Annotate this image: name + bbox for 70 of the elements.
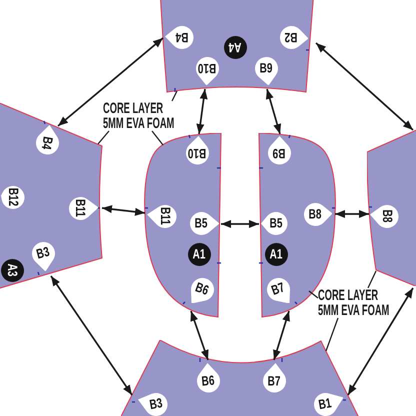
double-arrow xyxy=(315,42,414,131)
double-arrow xyxy=(273,310,290,360)
leader-line xyxy=(152,130,164,146)
disc-label: A3 xyxy=(5,264,19,276)
notch-marker xyxy=(165,26,194,48)
marker-label: B3 xyxy=(148,396,164,412)
double-arrow xyxy=(335,210,369,218)
marker-label: B8 xyxy=(308,207,322,221)
marker-label: B2 xyxy=(284,30,298,44)
marker-label: B9 xyxy=(272,146,286,160)
double-arrow xyxy=(102,205,146,216)
notch-marker xyxy=(186,136,208,164)
material-note: CORE LAYER 5MM EVA FOAM xyxy=(318,288,394,318)
pattern-piece xyxy=(0,103,103,289)
disc-label: A1 xyxy=(270,247,282,261)
disc-label: A1 xyxy=(192,247,206,261)
notch-marker xyxy=(68,196,98,220)
marker-label: B8 xyxy=(380,210,394,222)
leader-line xyxy=(98,130,110,144)
double-arrow xyxy=(266,88,282,134)
leader-line xyxy=(325,318,339,352)
notch-marker xyxy=(262,363,286,392)
marker-label: B4 xyxy=(39,136,55,150)
marker-label: B7 xyxy=(268,374,280,388)
marker-label: B11 xyxy=(73,199,87,217)
marker-label: B7 xyxy=(270,280,286,298)
marker-label: B9 xyxy=(260,61,272,75)
pattern-piece xyxy=(160,0,314,93)
notch-marker xyxy=(370,204,398,228)
notch-marker xyxy=(147,204,176,228)
leader-line xyxy=(367,270,377,288)
marker-label: B5 xyxy=(270,216,282,230)
notch-marker xyxy=(304,202,332,226)
notch-marker xyxy=(314,392,343,416)
disc-label: A4 xyxy=(228,40,242,54)
marker-label: B1 xyxy=(318,396,332,412)
notch-marker xyxy=(266,278,290,303)
double-arrow xyxy=(190,310,209,360)
marker-label: B6 xyxy=(194,280,210,298)
notch-marker xyxy=(36,125,58,154)
double-arrow xyxy=(50,276,133,396)
double-arrow xyxy=(347,288,414,396)
marker-label: B4 xyxy=(176,30,188,44)
notch-marker xyxy=(32,242,54,271)
marker-label: B6 xyxy=(201,374,215,388)
double-arrow xyxy=(221,220,259,228)
pattern-piece xyxy=(367,130,416,286)
notch-marker xyxy=(261,212,288,234)
notch-marker xyxy=(196,363,220,392)
marker-label: B10 xyxy=(198,61,216,75)
leader-line xyxy=(171,90,178,102)
notch-marker xyxy=(196,56,218,85)
marker-label: B10 xyxy=(188,146,206,160)
marker-label: B12 xyxy=(6,188,20,206)
double-arrow xyxy=(57,37,164,127)
notch-marker xyxy=(190,212,219,234)
marker-label: B11 xyxy=(158,207,172,225)
notch-marker xyxy=(268,136,290,164)
notch-marker xyxy=(190,278,214,303)
pattern-piece xyxy=(121,340,359,416)
notch-marker xyxy=(1,186,24,208)
marker-label: B3 xyxy=(35,244,51,262)
material-note: CORE LAYER 5MM EVA FOAM xyxy=(103,101,179,131)
notch-marker xyxy=(280,26,308,48)
notch-marker xyxy=(254,56,278,85)
marker-label: B5 xyxy=(194,216,208,230)
pattern-piece xyxy=(144,133,222,318)
notch-marker xyxy=(138,392,168,416)
double-arrow xyxy=(196,88,208,134)
leader-line xyxy=(308,290,318,298)
